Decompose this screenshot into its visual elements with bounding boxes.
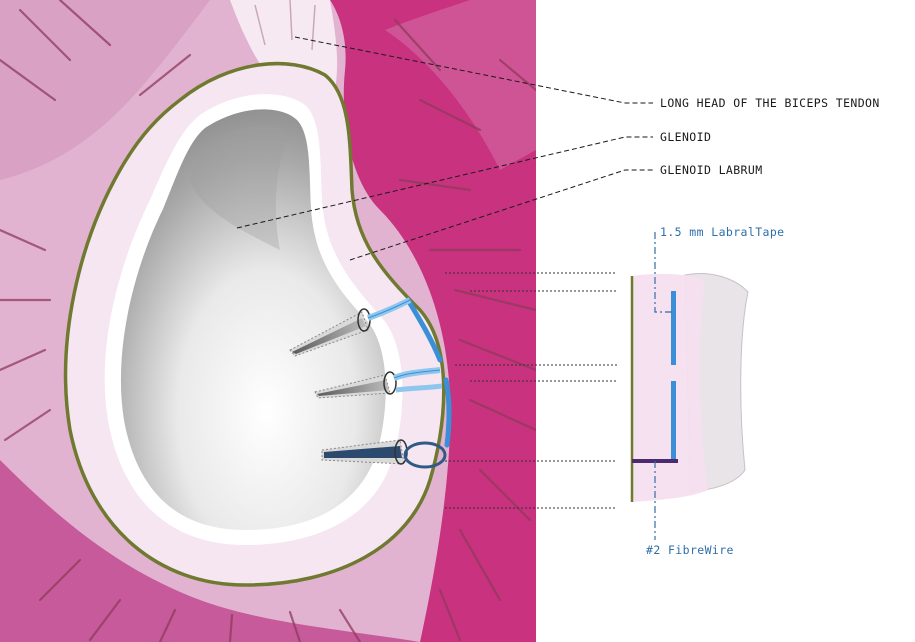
label-labraltape: 1.5 mm LabralTape xyxy=(660,225,785,239)
label-biceps-tendon: LONG HEAD OF THE BICEPS TENDON xyxy=(660,96,880,110)
label-glenoid-labrum: GLENOID LABRUM xyxy=(660,163,763,177)
label-fibrewire: #2 FibreWire xyxy=(646,543,734,557)
anatomy-panel xyxy=(0,0,536,642)
label-glenoid: GLENOID xyxy=(660,130,711,144)
cross-section-labrum xyxy=(632,274,708,502)
labraltape-upper xyxy=(671,291,676,365)
labraltape-lower xyxy=(671,381,676,461)
cross-section-detail xyxy=(632,232,748,540)
